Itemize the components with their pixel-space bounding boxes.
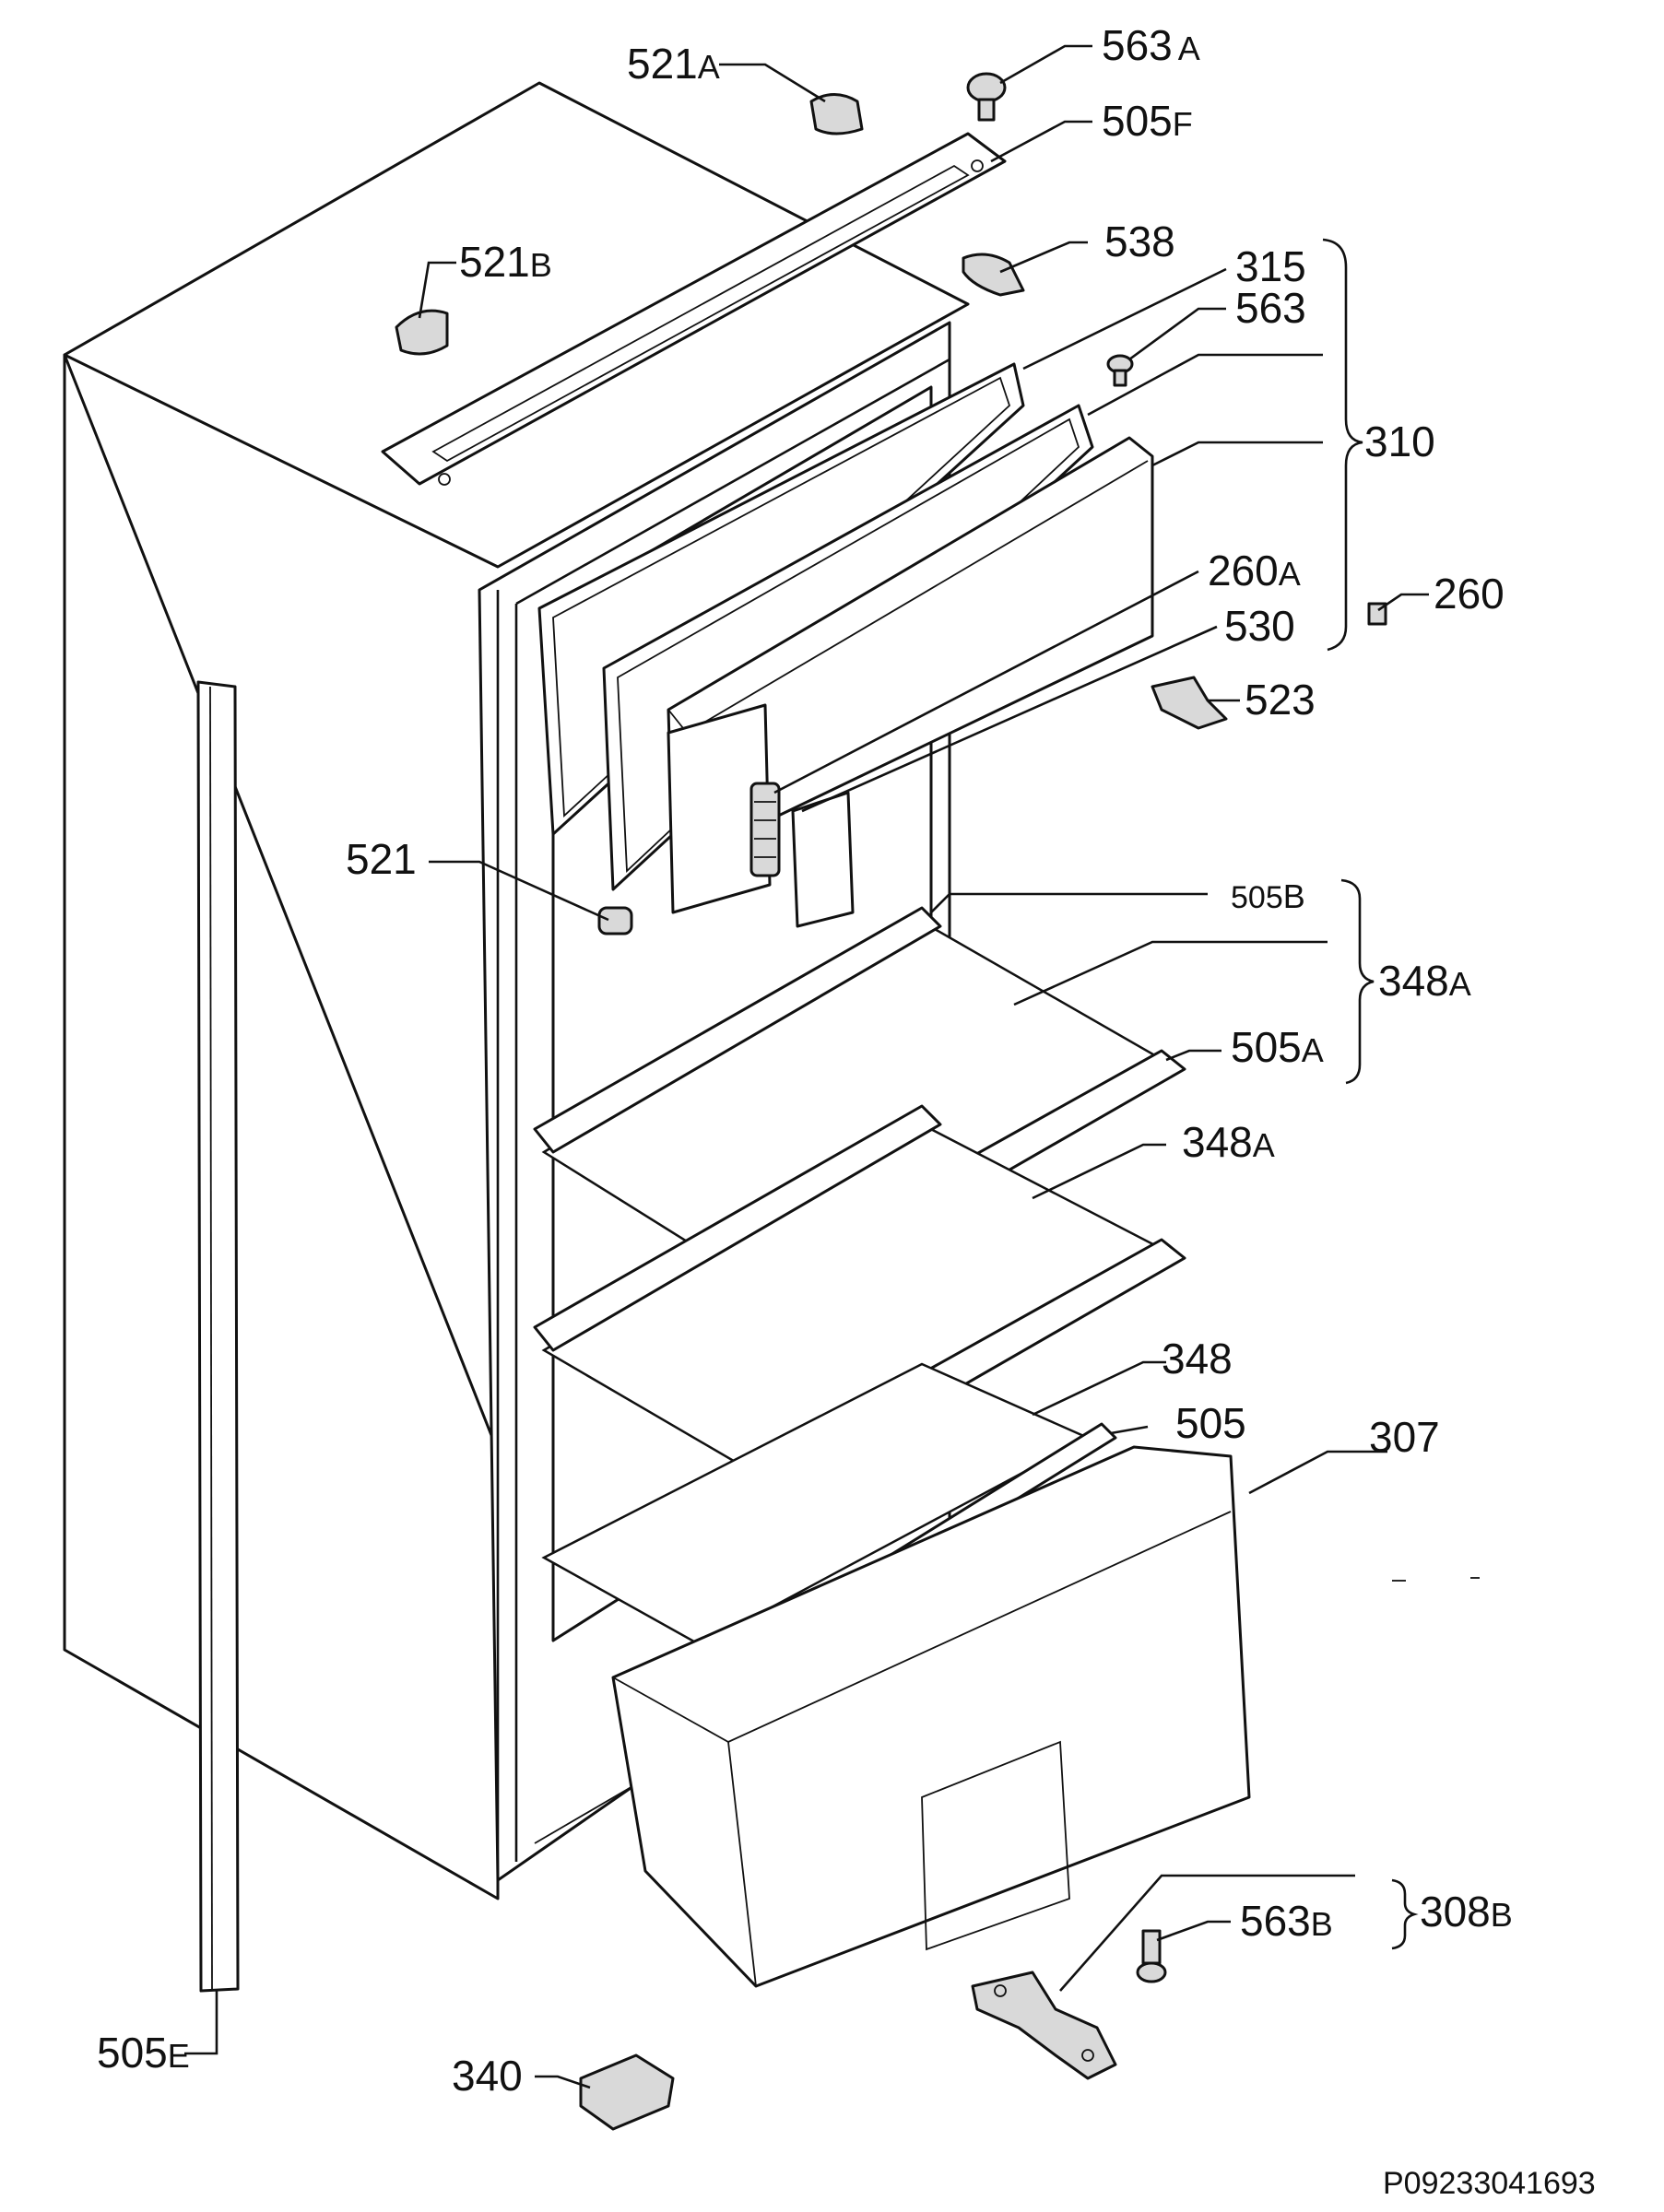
label-505: 505 [1175, 1399, 1246, 1447]
bottom-hinge [971, 1929, 1167, 2080]
label-310: 310 [1364, 418, 1435, 465]
label-307: 307 [1369, 1413, 1440, 1461]
label-505a: 505A [1231, 1023, 1324, 1071]
label-315: 315 [1235, 242, 1306, 290]
label-523: 523 [1245, 676, 1316, 724]
label-340: 340 [452, 2052, 523, 2100]
label-563: 563 [1235, 284, 1306, 332]
label-563b: 563B [1240, 1897, 1333, 1945]
label-538: 538 [1104, 218, 1175, 265]
label-505e: 505E [97, 2029, 190, 2077]
label-260a: 260A [1208, 547, 1301, 594]
label-505f: 505F [1102, 97, 1193, 145]
label-348a-2: 348A [1182, 1118, 1275, 1166]
label-530: 530 [1224, 602, 1295, 650]
small-top-parts [395, 72, 1387, 935]
label-348: 348 [1162, 1335, 1233, 1382]
braces [1322, 238, 1419, 1950]
top-trim-panel [381, 132, 1007, 486]
crisper-drawer [611, 1445, 1251, 1988]
label-308b: 308B [1420, 1888, 1513, 1936]
label-348a-1: 348A [1378, 957, 1471, 1005]
label-521: 521 [346, 835, 417, 883]
label-521a: 521A [627, 40, 720, 88]
lamp-cover [579, 2053, 675, 2131]
shelves [533, 906, 1186, 1688]
label-521b: 521B [459, 238, 552, 286]
reference-code: P09233041693 [1383, 2166, 1596, 2201]
label-260: 260 [1434, 570, 1505, 618]
label-505b: 505B [1231, 877, 1305, 915]
leader-lines [184, 44, 1480, 2089]
side-strip [196, 680, 240, 1993]
freezer-compartment [537, 362, 1154, 928]
